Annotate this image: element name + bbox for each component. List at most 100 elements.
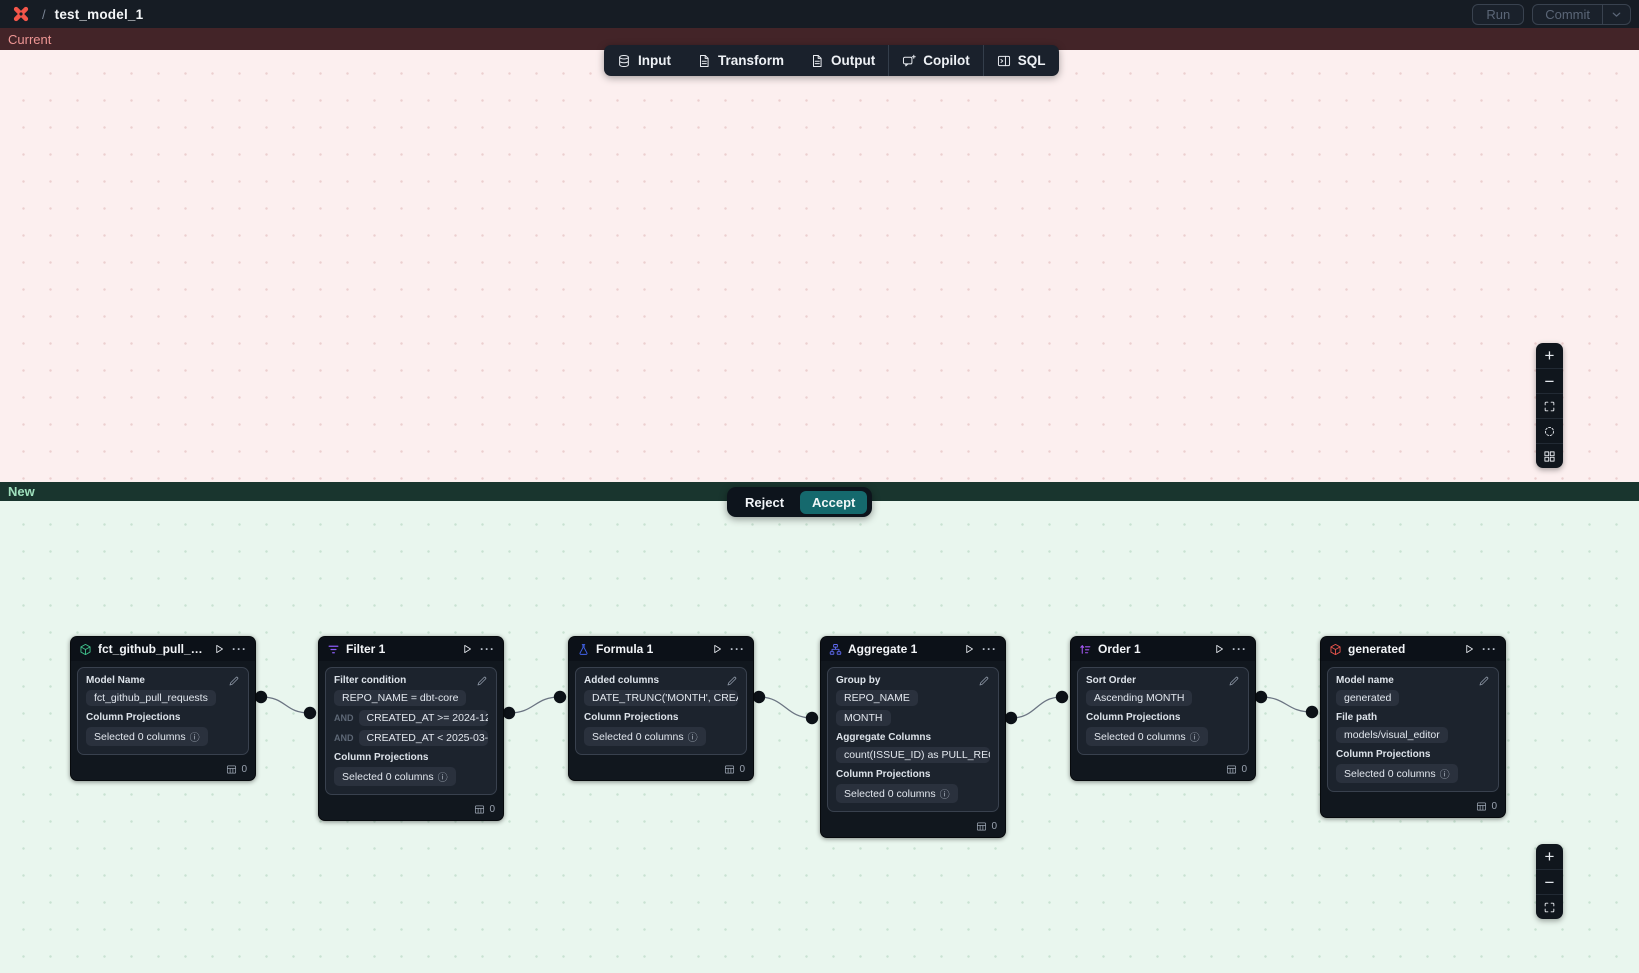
node-header[interactable]: generated ··· (1321, 637, 1505, 661)
node-body: Model Name fct_github_pull_requests Colu… (77, 667, 249, 755)
grid-icon[interactable] (1536, 443, 1563, 468)
more-menu-icon[interactable]: ··· (232, 642, 247, 656)
node-body: Filter condition REPO_NAME = dbt-core AN… (325, 667, 497, 795)
play-icon[interactable] (711, 643, 723, 655)
section-label: Column Projections (86, 712, 181, 723)
table-icon (474, 804, 485, 815)
minus-icon[interactable]: − (1536, 869, 1563, 894)
more-menu-icon[interactable]: ··· (1232, 642, 1247, 656)
section-label: Group by (836, 675, 881, 686)
node-title: fct_github_pull_requests (98, 642, 207, 656)
node-header[interactable]: Aggregate 1 ··· (821, 637, 1005, 661)
review-actions: Reject Accept (727, 487, 873, 517)
node-header[interactable]: Formula 1 ··· (569, 637, 753, 661)
table-icon (1226, 764, 1237, 775)
plus-icon[interactable]: + (1544, 346, 1555, 365)
table-icon (724, 764, 735, 775)
row-count: 0 (241, 763, 247, 775)
toolbar-item-transform[interactable]: Transform (684, 45, 797, 76)
node-fct_github_pull_requests[interactable]: fct_github_pull_requests ··· Model Name … (70, 636, 256, 781)
more-menu-icon[interactable]: ··· (1482, 642, 1497, 656)
node-header[interactable]: Filter 1 ··· (319, 637, 503, 661)
value-pill[interactable]: models/visual_editor (1336, 727, 1448, 743)
row-count: 0 (739, 763, 745, 775)
table-icon (976, 821, 987, 832)
more-menu-icon[interactable]: ··· (730, 642, 745, 656)
current-label: Current (8, 31, 52, 47)
value-pill[interactable]: Ascending MONTH (1086, 690, 1193, 706)
sort-icon (1079, 643, 1092, 656)
info-icon: ⓘ (1189, 733, 1200, 744)
toolbar-item-output[interactable]: Output (797, 45, 888, 76)
value-pill[interactable]: DATE_TRUNC('MONTH', CREATED_AT… (584, 690, 738, 706)
section-label: Aggregate Columns (836, 732, 932, 743)
play-icon[interactable] (213, 643, 225, 655)
value-pill[interactable]: fct_github_pull_requests (86, 690, 216, 706)
play-icon[interactable] (461, 643, 473, 655)
fit-icon[interactable] (1536, 894, 1563, 919)
edit-icon[interactable] (1478, 674, 1490, 692)
node-formula-1[interactable]: Formula 1 ··· Added columns DATE_TRUNC('… (568, 636, 754, 781)
aggregate-icon (829, 643, 842, 656)
and-operator-label: AND (334, 733, 354, 743)
commit-dropdown-button[interactable] (1602, 4, 1630, 24)
value-pill[interactable]: generated (1336, 690, 1400, 706)
value-pill[interactable]: MONTH (836, 710, 891, 726)
accept-button[interactable]: Accept (800, 490, 868, 514)
toolbar-item-label: SQL (1017, 53, 1046, 68)
toolbar-item-input[interactable]: Input (604, 45, 684, 76)
new-canvas[interactable]: Reject Accept fct_github_pull_requests ·… (0, 487, 1639, 973)
section-label: Model Name (86, 675, 145, 686)
value-pill[interactable]: REPO_NAME (836, 690, 918, 706)
edit-icon[interactable] (1228, 674, 1240, 692)
zoom-controls-bottom: +− (1536, 844, 1563, 919)
value-pill[interactable]: CREATED_AT >= 2024-12-01 (358, 710, 488, 726)
fit-icon[interactable] (1536, 393, 1563, 418)
node-filter-1[interactable]: Filter 1 ··· Filter condition REPO_NAME … (318, 636, 504, 821)
node-footer: 0 (1071, 761, 1255, 780)
locate-icon[interactable] (1536, 418, 1563, 443)
toolbar-item-copilot[interactable]: Copilot (889, 45, 983, 76)
value-pill[interactable]: count(ISSUE_ID) as PULL_REQUEST_… (836, 747, 990, 763)
node-body: Group by REPO_NAME MONTH Aggregate Colum… (827, 667, 999, 812)
node-footer: 0 (71, 761, 255, 780)
edit-icon[interactable] (978, 674, 990, 692)
edit-icon[interactable] (726, 674, 738, 692)
toolbar-item-sql[interactable]: SQL (984, 45, 1059, 76)
value-pill[interactable]: CREATED_AT < 2025-03-01 (358, 730, 488, 746)
node-header[interactable]: fct_github_pull_requests ··· (71, 637, 255, 661)
toolbar-item-label: Input (638, 53, 671, 68)
row-count: 0 (489, 803, 495, 815)
plus-icon[interactable]: + (1544, 847, 1555, 866)
commit-button-group[interactable]: Commit (1532, 3, 1631, 25)
more-menu-icon[interactable]: ··· (982, 642, 997, 656)
run-button[interactable]: Run (1472, 3, 1525, 25)
more-menu-icon[interactable]: ··· (480, 642, 495, 656)
node-header[interactable]: Order 1 ··· (1071, 637, 1255, 661)
node-title: Formula 1 (596, 642, 654, 656)
play-icon[interactable] (1213, 643, 1225, 655)
play-icon[interactable] (1463, 643, 1475, 655)
edit-icon[interactable] (228, 674, 240, 692)
commit-button[interactable]: Commit (1545, 6, 1590, 22)
reject-button[interactable]: Reject (745, 494, 785, 510)
node-footer: 0 (1321, 798, 1505, 817)
minus-icon[interactable]: − (1536, 368, 1563, 393)
section-label: Column Projections (1336, 749, 1431, 760)
node-aggregate-1[interactable]: Aggregate 1 ··· Group by REPO_NAME MONTH (820, 636, 1006, 838)
node-order-1[interactable]: Order 1 ··· Sort Order Ascending MONTH C… (1070, 636, 1256, 781)
node-generated[interactable]: generated ··· Model name generated File … (1320, 636, 1506, 818)
value-pill[interactable]: REPO_NAME = dbt-core (334, 690, 467, 706)
section-label: Column Projections (1086, 712, 1181, 723)
play-icon[interactable] (963, 643, 975, 655)
edit-icon[interactable] (476, 674, 488, 692)
dbt-logo-icon[interactable] (12, 5, 30, 23)
